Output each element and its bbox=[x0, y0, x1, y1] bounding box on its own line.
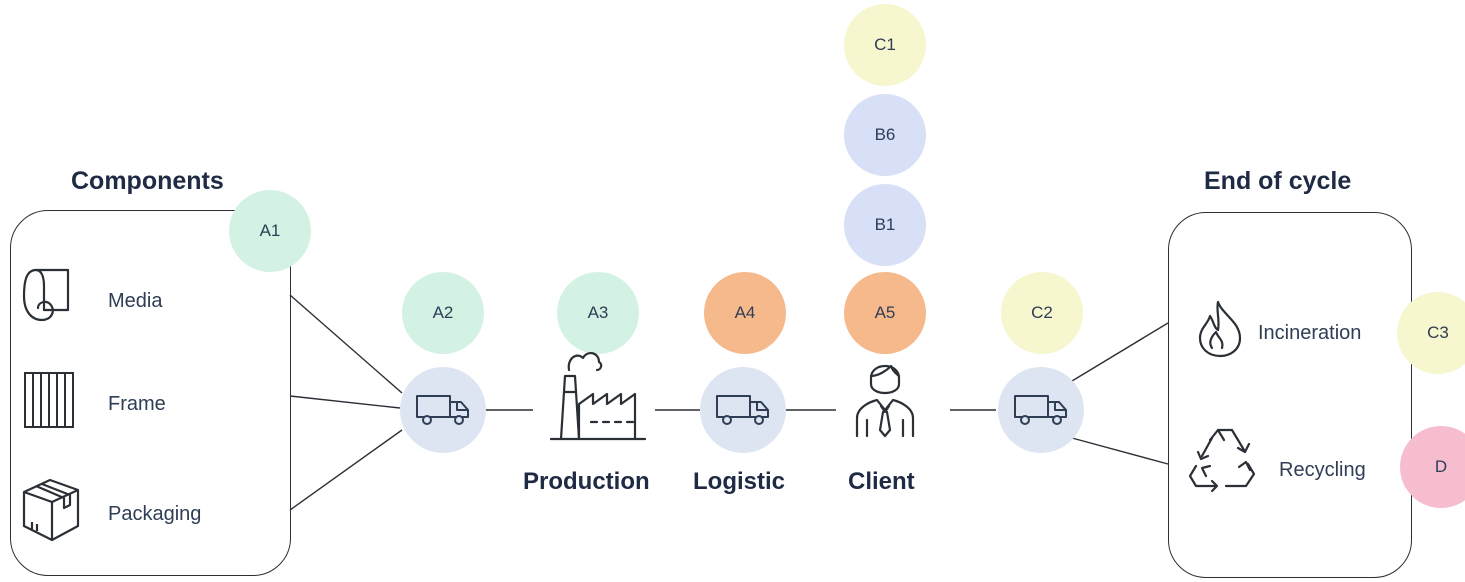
media-label: Media bbox=[108, 290, 163, 312]
badge-c2: C2 bbox=[1001, 272, 1083, 354]
badge-a4: A4 bbox=[704, 272, 786, 354]
packaging-label: Packaging bbox=[108, 503, 202, 525]
badge-c3: C3 bbox=[1397, 292, 1465, 374]
production-label: Production bbox=[523, 468, 650, 495]
incineration-label: Incineration bbox=[1258, 322, 1362, 344]
badge-a3: A3 bbox=[557, 272, 639, 354]
badge-d: D bbox=[1400, 426, 1465, 508]
truck-node-components bbox=[400, 367, 486, 453]
truck-icon bbox=[416, 395, 469, 425]
badge-a1: A1 bbox=[229, 190, 311, 272]
components-title: Components bbox=[71, 167, 224, 195]
truck-icon bbox=[716, 395, 769, 425]
end-of-cycle-box bbox=[1168, 212, 1412, 578]
components-box bbox=[10, 210, 291, 576]
logistic-label: Logistic bbox=[693, 468, 786, 495]
badge-b1: B1 bbox=[844, 184, 926, 266]
frame-label: Frame bbox=[108, 393, 166, 415]
truck-node-end bbox=[998, 367, 1084, 453]
flame-icon bbox=[1198, 300, 1242, 358]
recycling-label: Recycling bbox=[1279, 459, 1366, 481]
recycle-icon bbox=[1188, 428, 1256, 493]
factory-icon bbox=[549, 352, 647, 441]
client-person-icon bbox=[855, 364, 915, 438]
badge-a5: A5 bbox=[844, 272, 926, 354]
badge-b6: B6 bbox=[844, 94, 926, 176]
end-of-cycle-title: End of cycle bbox=[1204, 167, 1352, 195]
badge-c1: C1 bbox=[844, 4, 926, 86]
box-icon bbox=[22, 478, 80, 542]
client-label: Client bbox=[848, 468, 915, 495]
badge-a2: A2 bbox=[402, 272, 484, 354]
media-roll-icon bbox=[22, 268, 70, 322]
frame-icon bbox=[24, 372, 74, 428]
truck-icon bbox=[1014, 395, 1067, 425]
truck-node-logistic bbox=[700, 367, 786, 453]
